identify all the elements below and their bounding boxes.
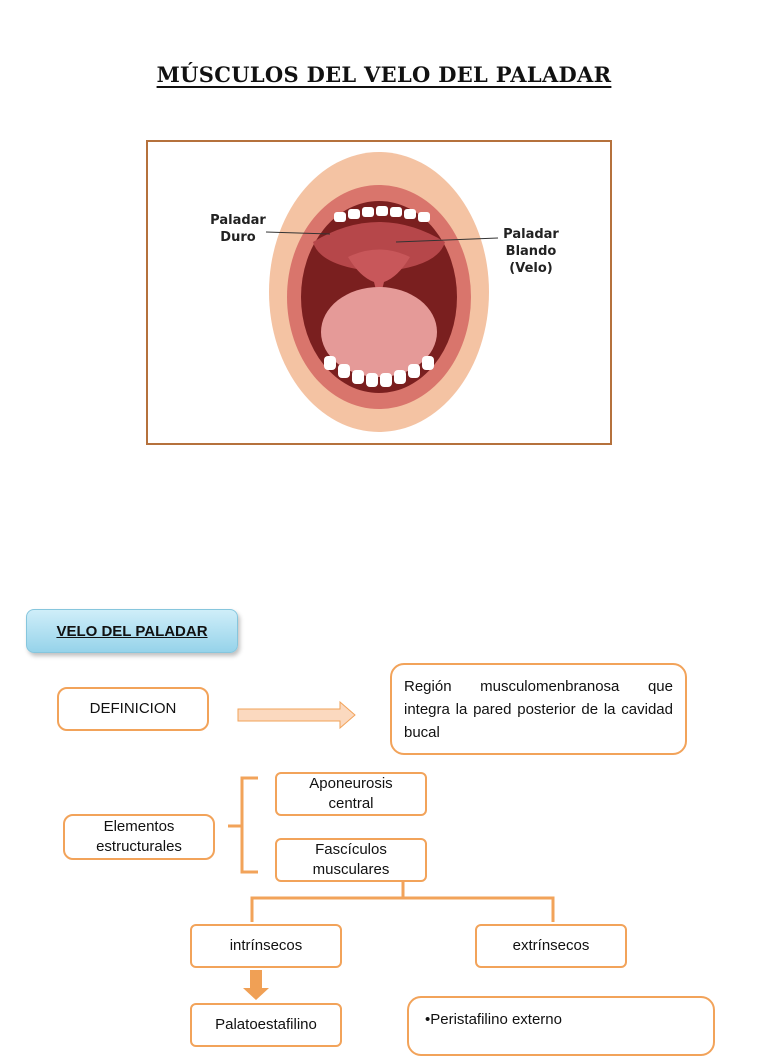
page-title: MÚSCULOS DEL VELO DEL PALADAR bbox=[156, 62, 612, 87]
soft-palate-label-line2: Blando bbox=[505, 244, 557, 259]
pointer-line-hard-palate bbox=[265, 231, 331, 235]
soft-palate-label-line1: Paladar bbox=[503, 227, 559, 242]
definition-arrow bbox=[237, 700, 356, 730]
intrinsecos-box: intrínsecos bbox=[190, 924, 342, 968]
branch-connector bbox=[250, 881, 555, 922]
fasciculos-line2: musculares bbox=[312, 861, 390, 878]
peristafilino-box: •Peristafilino externo bbox=[407, 996, 715, 1056]
fasciculos-box: Fascículos musculares bbox=[275, 838, 427, 882]
down-arrow-intrinsecos bbox=[243, 970, 269, 1000]
upper-teeth bbox=[334, 206, 430, 222]
hard-palate-label-line2: Duro bbox=[220, 230, 256, 245]
aponeurosis-line1: Aponeurosis bbox=[309, 775, 393, 792]
aponeurosis-line2: central bbox=[328, 795, 374, 812]
aponeurosis-box: Aponeurosis central bbox=[275, 772, 427, 816]
palatoestafilino-label: Palatoestafilino bbox=[215, 1016, 317, 1033]
elements-brace bbox=[228, 776, 258, 874]
mouth-illustration: Paladar Duro Paladar Blando (Velo) bbox=[146, 140, 612, 445]
hard-palate-label: Paladar Duro bbox=[204, 212, 272, 246]
soft-palate bbox=[348, 249, 410, 302]
lower-teeth bbox=[324, 356, 434, 387]
fasciculos-line1: Fascículos bbox=[315, 841, 387, 858]
open-mouth-image bbox=[265, 152, 499, 432]
extrinsecos-box: extrínsecos bbox=[475, 924, 627, 968]
soft-palate-label: Paladar Blando (Velo) bbox=[496, 226, 566, 277]
soft-palate-label-line3: (Velo) bbox=[509, 261, 553, 276]
tongue bbox=[321, 287, 437, 377]
palate bbox=[313, 222, 445, 272]
definicion-text-box: Región musculomenbranosa que integra la … bbox=[390, 663, 687, 755]
elementos-line1: Elementos bbox=[103, 818, 175, 835]
peristafilino-label: •Peristafilino externo bbox=[425, 1011, 562, 1028]
definicion-box: DEFINICION bbox=[57, 687, 209, 731]
section-header: VELO DEL PALADAR bbox=[26, 609, 238, 653]
pointer-line-soft-palate bbox=[395, 237, 499, 243]
hard-palate-label-line1: Paladar bbox=[210, 213, 266, 228]
elementos-line2: estructurales bbox=[96, 838, 182, 855]
diagram-connectors bbox=[228, 700, 555, 1000]
elementos-box: Elementos estructurales bbox=[63, 814, 215, 860]
palatoestafilino-box: Palatoestafilino bbox=[190, 1003, 342, 1047]
